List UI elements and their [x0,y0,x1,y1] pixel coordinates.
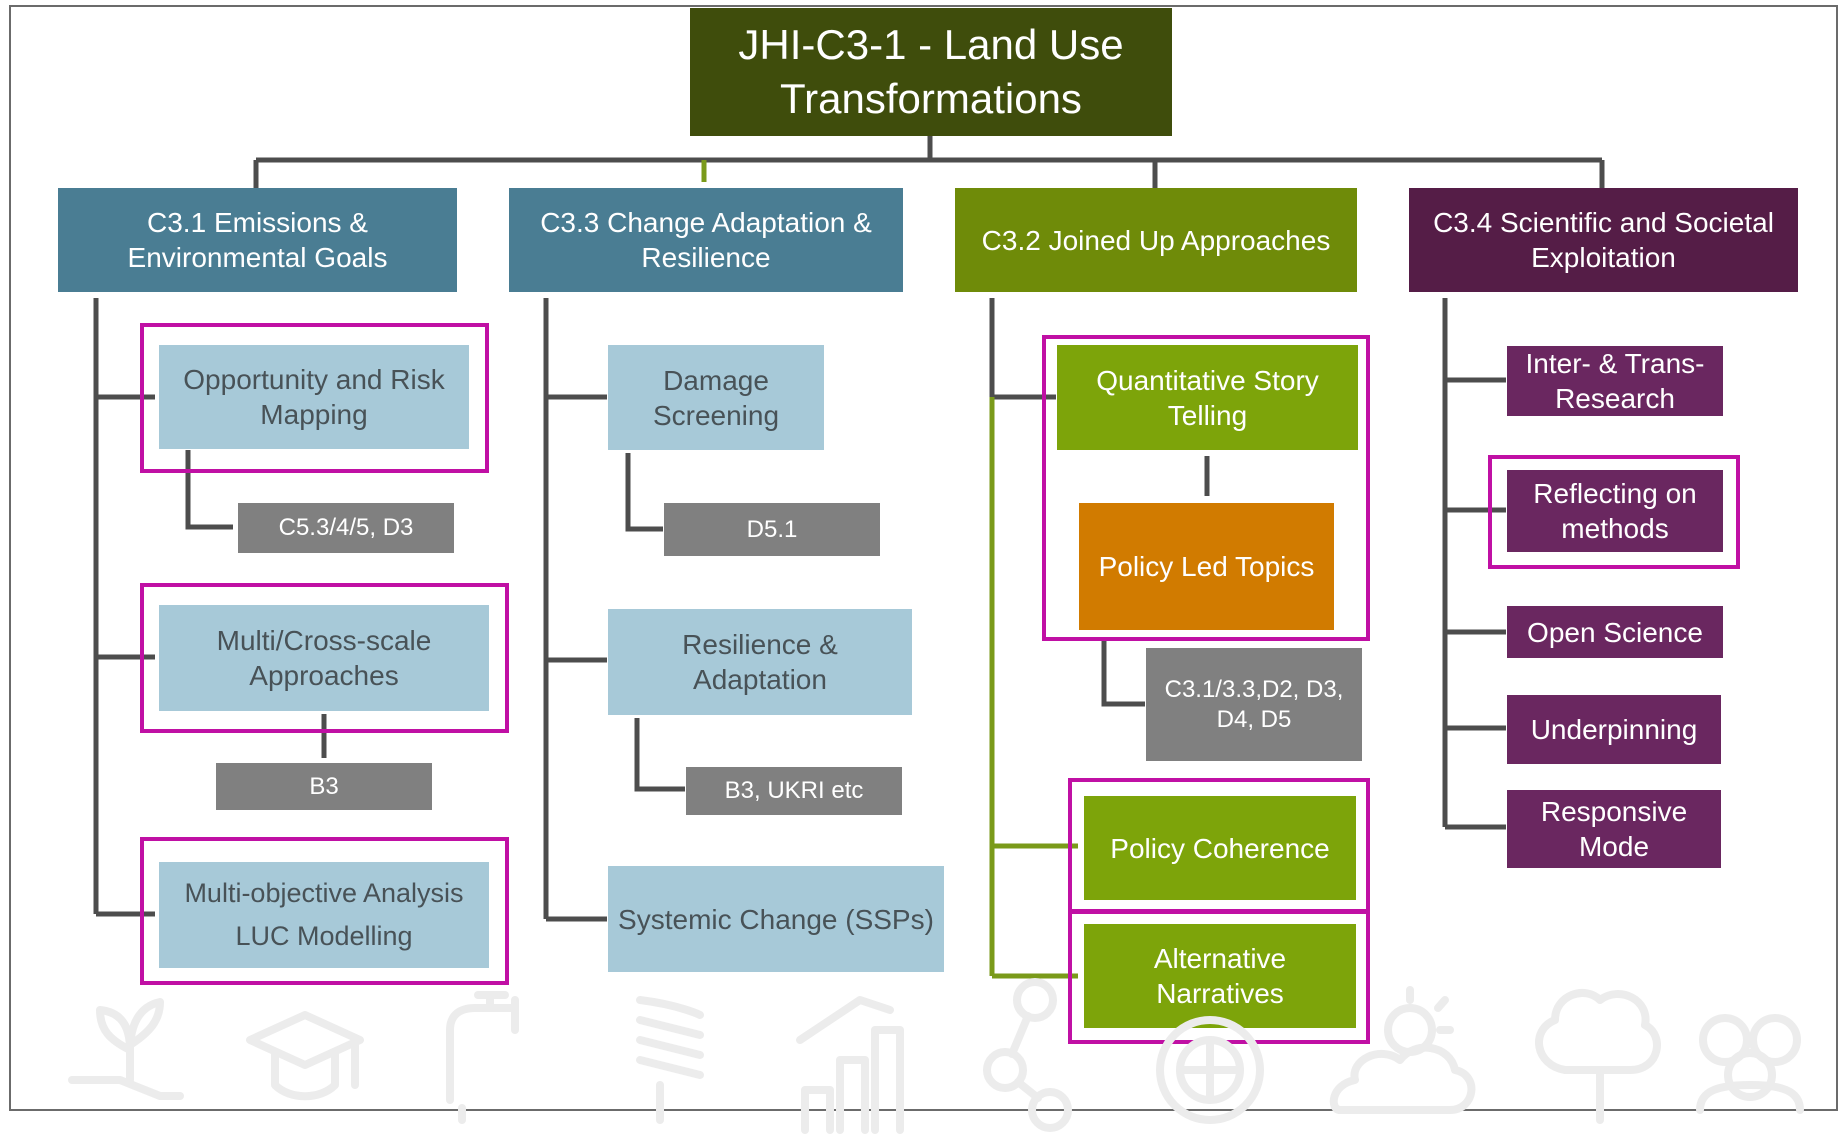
col2-note-1-connector [625,453,663,532]
item-reflecting-methods: Reflecting on methods [1507,470,1723,552]
item-underpinning: Underpinning [1507,695,1721,764]
water-tap-icon [446,991,519,1124]
bar-chart-icon [796,996,904,1134]
graduation-cap-icon [246,1011,364,1101]
network-icon [983,978,1072,1132]
header-scientific-exploitation: C3.4 Scientific and Societal Exploitatio… [1409,188,1798,292]
header-joined-up-approaches: C3.2 Joined Up Approaches [955,188,1357,292]
note-damage-screening: D5.1 [664,503,880,556]
highlight-reflecting-methods [1488,455,1740,569]
note-story-telling: C3.1/3.3,D2, D3, D4, D5 [1146,648,1362,761]
item-multi-objective-analysis: Multi-objective Analysis LUC Modelling [159,862,489,968]
highlight-multi-cross-scale [140,583,509,733]
tree-icon [1535,988,1661,1124]
highlight-story-telling [1042,335,1370,641]
item-policy-coherence: Policy Coherence [1084,796,1356,900]
root-title: JHI-C3-1 - Land Use Transformations [690,8,1172,136]
diagram-frame [9,5,1838,1111]
light-bulb-icon [636,996,704,1124]
item-multi-cross-scale: Multi/Cross-scale Approaches [159,605,489,711]
item-opportunity-risk-mapping: Opportunity and Risk Mapping [159,345,469,449]
col3-note-connector [1101,640,1145,707]
header-change-adaptation: C3.3 Change Adaptation & Resilience [509,188,903,292]
item-responsive-mode: Responsive Mode [1507,790,1721,868]
item-inter-trans-research: Inter- & Trans- Research [1507,346,1723,416]
item-quantitative-story-telling: Quantitative Story Telling [1057,345,1358,450]
item-systemic-change: Systemic Change (SSPs) [608,866,944,972]
highlight-multi-objective [140,837,509,985]
note-resilience-adaptation: B3, UKRI etc [686,767,902,815]
col1-note-1-connector [185,450,233,530]
plant-hand-icon [68,998,184,1100]
cloud-sun-icon [1329,986,1476,1114]
item-damage-screening: Damage Screening [608,345,824,450]
highlight-opportunity-risk [140,323,489,473]
globe-icon [1156,1016,1264,1124]
note-opportunity-risk-mapping: C5.3/4/5, D3 [238,503,454,553]
item-open-science: Open Science [1507,606,1723,658]
col2-note-2-connector [634,718,685,792]
item-resilience-adaptation: Resilience & Adaptation [608,609,912,715]
item-policy-led-topics: Policy Led Topics [1079,503,1334,630]
item-alternative-narratives: Alternative Narratives [1084,924,1356,1028]
note-multi-cross-scale: B3 [216,763,432,810]
people-icon [1696,1014,1804,1114]
header-emissions-goals: C3.1 Emissions & Environmental Goals [58,188,457,292]
